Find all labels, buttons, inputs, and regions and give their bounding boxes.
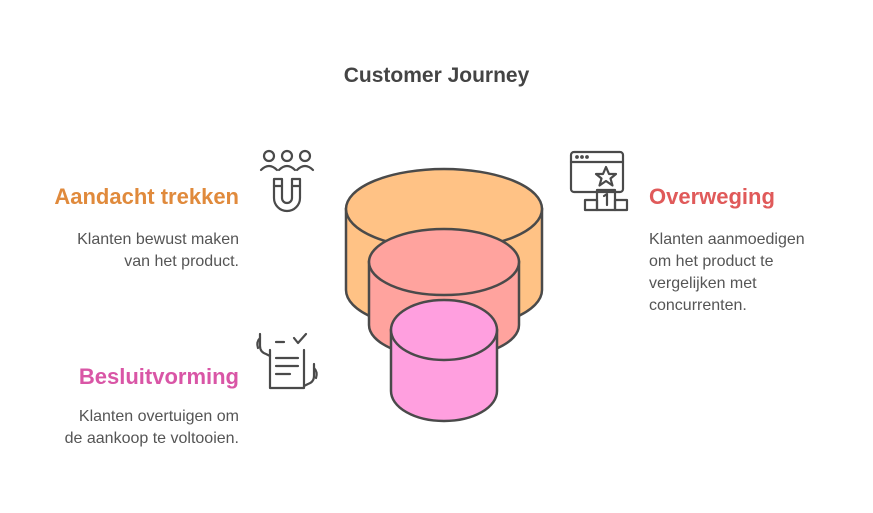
stage-heading-consideration: Overweging (649, 184, 775, 209)
stage-heading-attention: Aandacht trekken (54, 184, 239, 209)
document-checklist-icon (256, 332, 318, 390)
stage-heading-decision: Besluitvorming (78, 364, 239, 389)
stage-description-consideration: Klanten aanmoedigen om het product te ve… (649, 231, 805, 314)
browser-podium-star-icon (569, 150, 629, 212)
cylinder-small (389, 298, 499, 423)
people-magnet-icon (259, 149, 315, 213)
diagram-title: Customer Journey (343, 64, 530, 87)
stage-description-attention: Klanten bewust maken van het product. (77, 231, 239, 270)
stage-description-decision: Klanten overtuigen om de aankoop te volt… (64, 408, 239, 447)
